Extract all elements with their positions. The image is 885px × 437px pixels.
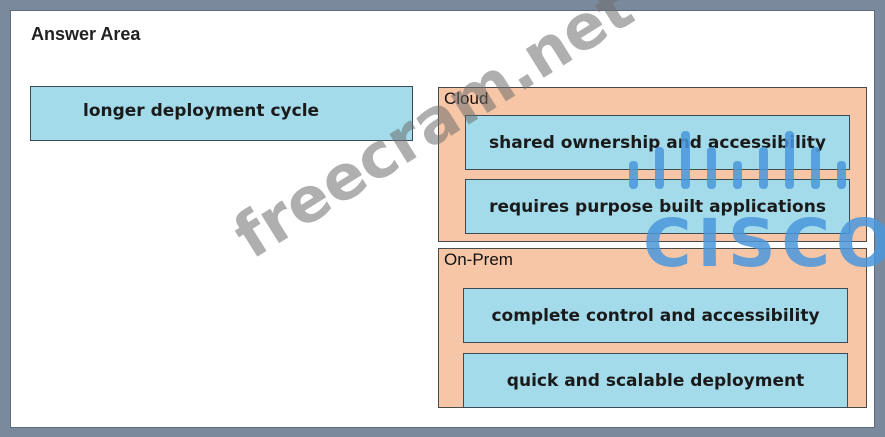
zone-label-onprem: On-Prem bbox=[444, 250, 513, 269]
source-tile-longer-deployment-cycle[interactable]: longer deployment cycle bbox=[30, 86, 413, 141]
zone-label-cloud: Cloud bbox=[444, 89, 489, 108]
tile-shared-ownership[interactable]: shared ownership and accessibility bbox=[465, 115, 850, 170]
tile-purpose-built-applications[interactable]: requires purpose built applications bbox=[465, 179, 850, 234]
answer-area-title: Answer Area bbox=[31, 24, 141, 44]
tile-complete-control[interactable]: complete control and accessibility bbox=[463, 288, 848, 343]
drop-zone-onprem[interactable]: On-Prem complete control and accessibili… bbox=[438, 248, 867, 408]
answer-area-frame: Answer Area longer deployment cycle Clou… bbox=[10, 0, 885, 428]
drop-zone-cloud[interactable]: Cloud shared ownership and accessibility… bbox=[438, 87, 867, 242]
tile-quick-scalable-deployment[interactable]: quick and scalable deployment bbox=[463, 353, 848, 408]
